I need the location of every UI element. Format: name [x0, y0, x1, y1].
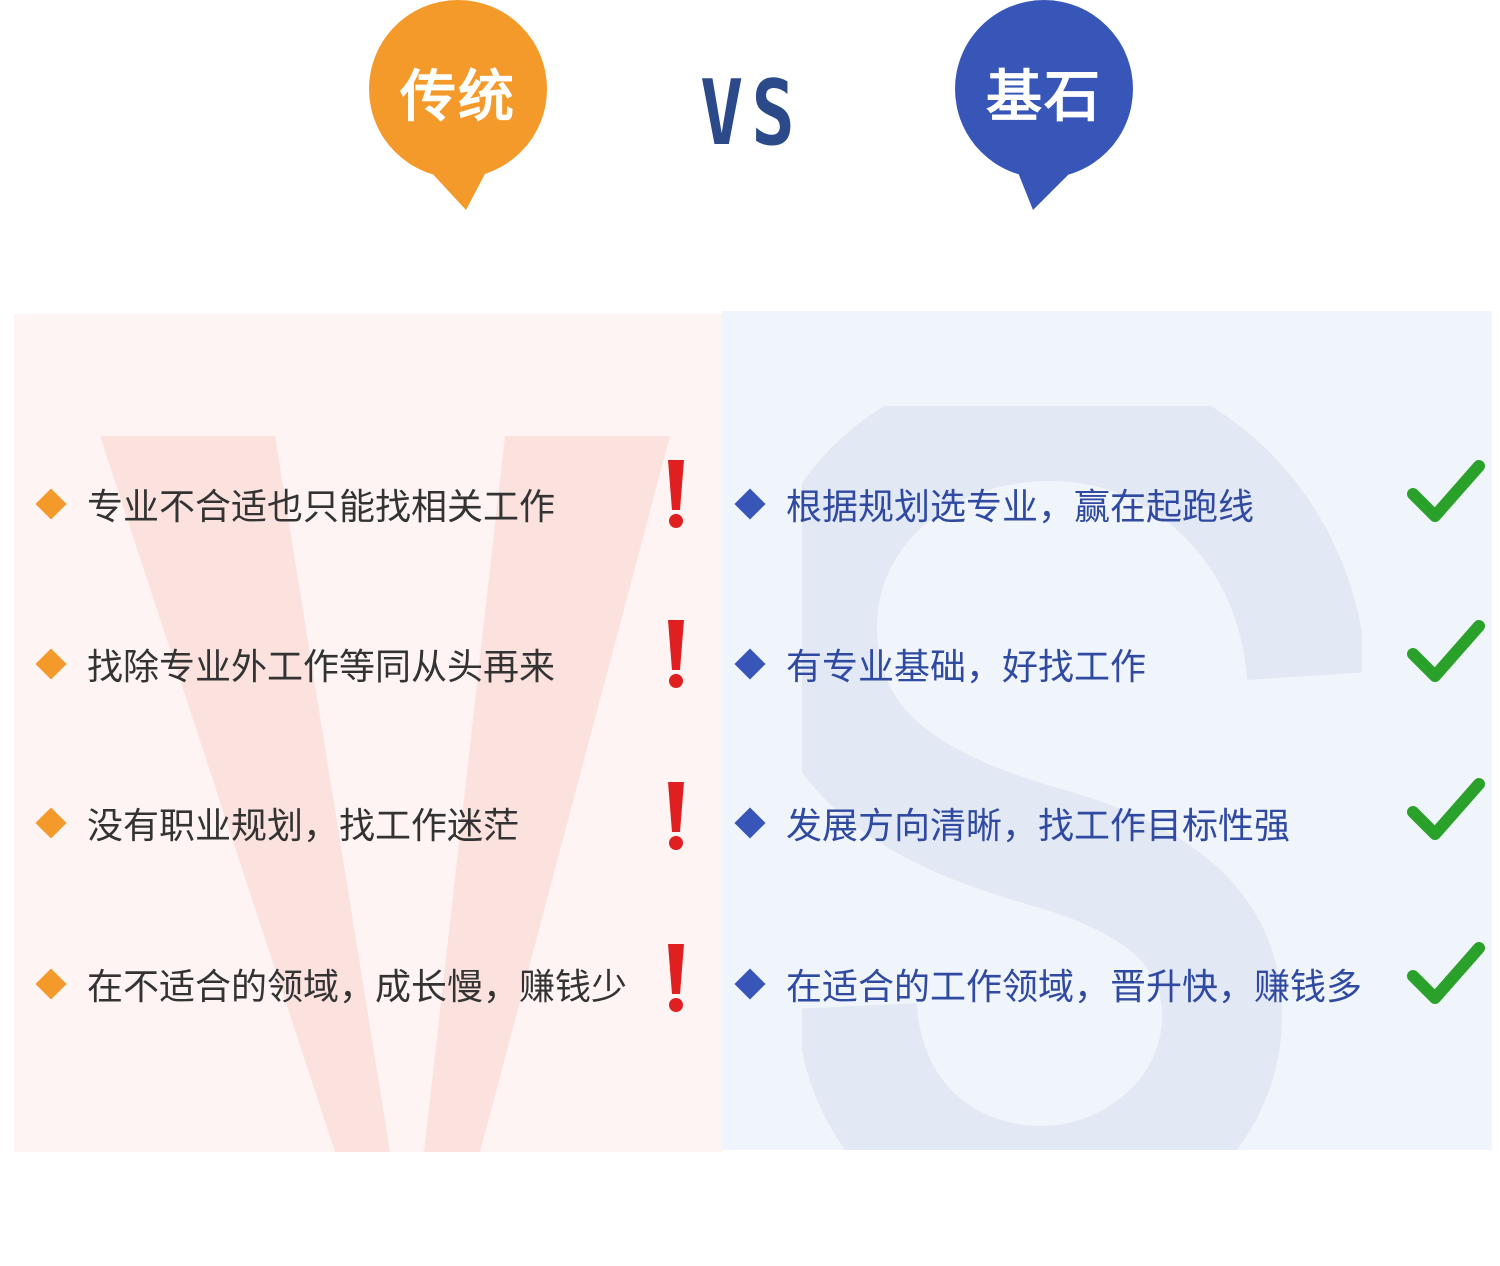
item-text: 在不适合的领域，成长慢，赚钱少	[87, 967, 628, 1008]
blue-diamond-icon	[734, 968, 766, 1000]
watermark-s	[802, 406, 1362, 1150]
traditional-item: 在不适合的领域，成长慢，赚钱少	[33, 958, 627, 1010]
jishi-bubble: 基石	[955, 0, 1133, 210]
vs-label: VS	[700, 60, 803, 165]
checkmark-icon	[1407, 778, 1485, 840]
traditional-item: 专业不合适也只能找相关工作	[33, 478, 555, 530]
exclamation-icon	[668, 944, 684, 1012]
traditional-bubble: 传统	[369, 0, 547, 210]
traditional-item: 没有职业规划，找工作迷茫	[33, 797, 519, 849]
jishi-item: 有专业基础，好找工作	[732, 638, 1146, 690]
checkmark-icon	[1407, 460, 1485, 522]
traditional-title: 传统	[400, 65, 516, 130]
jishi-panel	[722, 311, 1492, 1150]
traditional-panel	[14, 314, 722, 1152]
checkmark-icon	[1407, 620, 1485, 682]
item-text: 在适合的工作领域，晋升快，赚钱多	[786, 967, 1363, 1008]
watermark-v	[100, 436, 670, 1152]
speech-bubble-shape	[955, 0, 1133, 210]
item-text: 找除专业外工作等同从头再来	[87, 647, 556, 688]
jishi-item: 在适合的工作领域，晋升快，赚钱多	[732, 958, 1362, 1010]
checkmark-icon	[1407, 942, 1485, 1004]
exclamation-icon	[668, 460, 684, 528]
item-text: 专业不合适也只能找相关工作	[87, 487, 556, 528]
exclamation-icon	[668, 782, 684, 850]
jishi-title: 基石	[986, 65, 1102, 130]
item-text: 发展方向清晰，找工作目标性强	[786, 806, 1291, 847]
blue-diamond-icon	[734, 488, 766, 520]
item-text: 根据规划选专业，赢在起跑线	[786, 487, 1255, 528]
orange-diamond-icon	[35, 648, 67, 680]
item-text: 有专业基础，好找工作	[786, 647, 1147, 688]
blue-diamond-icon	[734, 807, 766, 839]
blue-diamond-icon	[734, 648, 766, 680]
orange-diamond-icon	[35, 488, 67, 520]
traditional-item: 找除专业外工作等同从头再来	[33, 638, 555, 690]
speech-bubble-shape	[369, 0, 547, 210]
jishi-item: 发展方向清晰，找工作目标性强	[732, 797, 1290, 849]
exclamation-icon	[668, 620, 684, 688]
orange-diamond-icon	[35, 807, 67, 839]
jishi-item: 根据规划选专业，赢在起跑线	[732, 478, 1254, 530]
orange-diamond-icon	[35, 968, 67, 1000]
item-text: 没有职业规划，找工作迷茫	[87, 806, 520, 847]
